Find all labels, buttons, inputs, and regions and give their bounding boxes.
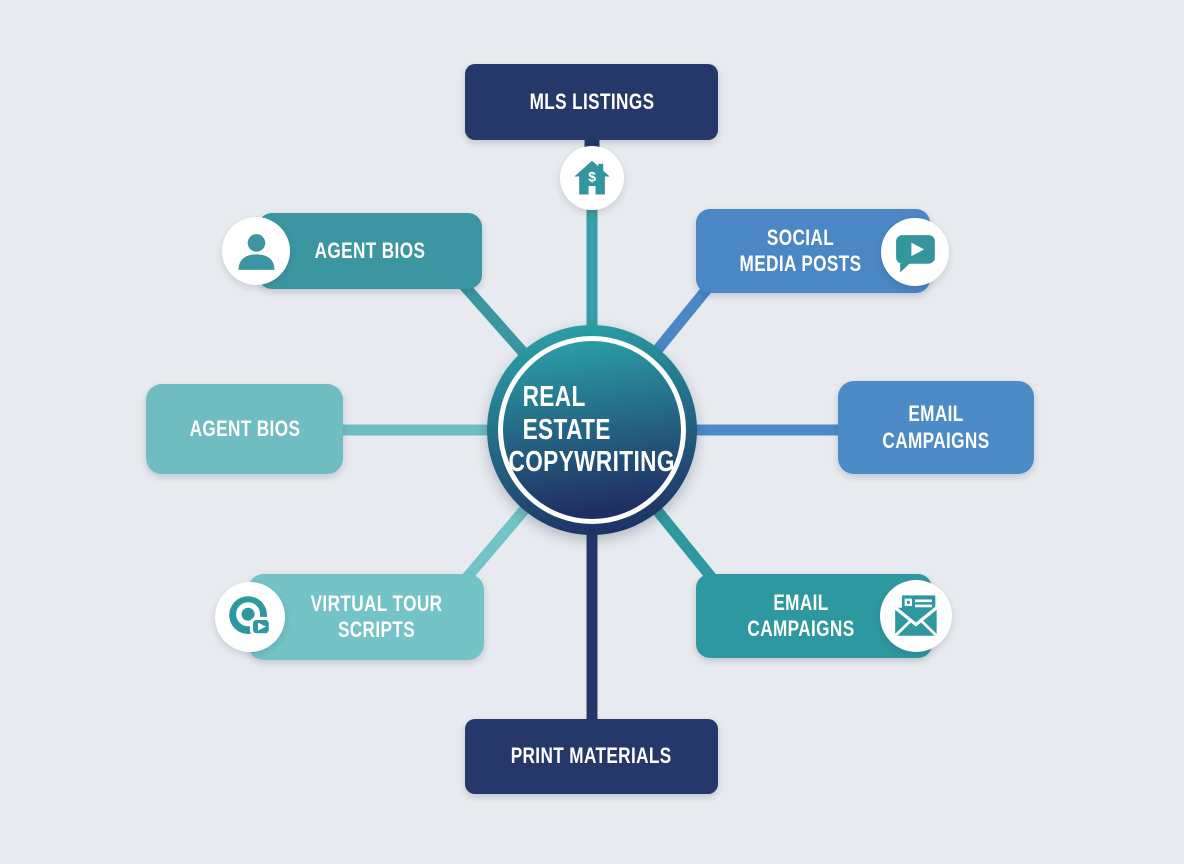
node-label-agent-bios-left: AGENT BIOS <box>189 415 300 441</box>
node-virtual-tour-scripts: VIRTUAL TOUR SCRIPTS <box>248 574 484 660</box>
envelope-icon <box>880 580 952 652</box>
node-agent-bios-left: AGENT BIOS <box>146 384 343 474</box>
node-label-social-media-posts: SOCIAL MEDIA POSTS <box>739 224 861 276</box>
node-label-email-campaigns-right: EMAIL CAMPAIGNS <box>882 401 990 453</box>
chat-play-icon <box>881 218 949 286</box>
hub-title-line2: COPYWRITING <box>508 446 676 479</box>
node-label-email-campaigns-lower-right: EMAIL CAMPAIGNS <box>747 589 855 641</box>
virtual-tour-icon <box>215 582 285 652</box>
node-label-print-materials: PRINT MATERIALS <box>511 743 672 769</box>
hub-title-line1: REAL ESTATE <box>522 381 611 446</box>
node-mls-listings: MLS LISTINGS <box>465 64 718 140</box>
node-label-mls-listings: MLS LISTINGS <box>529 88 654 114</box>
central-hub: REAL ESTATE COPYWRITING <box>487 325 697 535</box>
node-print-materials: PRINT MATERIALS <box>465 719 718 794</box>
house-dollar-icon: $ <box>560 146 624 210</box>
node-label-virtual-tour-scripts: VIRTUAL TOUR SCRIPTS <box>310 590 442 642</box>
node-label-agent-bios-upper-left: AGENT BIOS <box>314 237 426 263</box>
svg-text:$: $ <box>588 168 596 184</box>
central-hub-inner-ring: REAL ESTATE COPYWRITING <box>498 336 686 524</box>
node-social-media-posts: SOCIAL MEDIA POSTS <box>696 209 930 293</box>
node-agent-bios-upper-left: AGENT BIOS <box>258 213 482 289</box>
node-email-campaigns-right: EMAIL CAMPAIGNS <box>838 381 1034 474</box>
person-icon <box>222 217 290 285</box>
